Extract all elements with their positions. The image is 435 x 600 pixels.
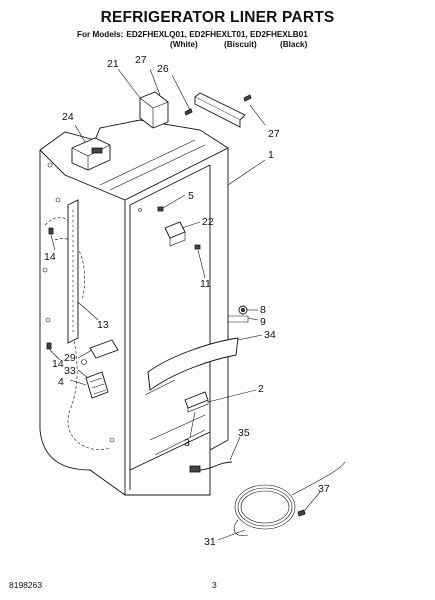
callout-33: 33	[64, 365, 76, 377]
rail-26	[194, 92, 246, 128]
callout-3: 3	[184, 437, 190, 449]
leader-lines	[49, 68, 321, 541]
callout-5: 5	[188, 190, 194, 202]
callout-11: 11	[200, 278, 211, 290]
callout-22: 22	[202, 216, 214, 228]
callout-labels: 21 27 26 27 24 1 5 22 14 11 13 8 9 34 14…	[44, 54, 330, 548]
callout-14-lower: 14	[52, 358, 64, 370]
callout-21: 21	[107, 58, 119, 70]
callout-34: 34	[264, 329, 276, 341]
models-line: For Models:ED2FHEXLQ01, ED2FHEXLT01, ED2…	[77, 30, 308, 39]
callout-8: 8	[260, 304, 266, 316]
page-title: REFRIGERATOR LINER PARTS	[100, 9, 335, 26]
harness-35	[189, 461, 233, 473]
cover-34	[147, 337, 239, 391]
document-number: 8198263	[9, 580, 43, 590]
callout-13: 13	[97, 319, 109, 331]
callout-35: 35	[238, 427, 250, 439]
models-label: For Models:	[77, 30, 124, 39]
variant-black: (Black)	[280, 40, 308, 49]
callout-37: 37	[318, 483, 330, 495]
callout-2: 2	[258, 383, 264, 395]
callout-9: 9	[260, 316, 266, 328]
callout-4: 4	[58, 376, 64, 388]
bracket-22	[164, 221, 186, 247]
models-list: ED2FHEXLQ01, ED2FHEXLT01, ED2FHEXLB01	[126, 30, 308, 39]
guide-2	[184, 391, 209, 413]
callout-31: 31	[204, 536, 216, 548]
callout-26: 26	[157, 63, 169, 75]
callout-29: 29	[64, 352, 76, 364]
callout-27-right: 27	[268, 128, 280, 140]
callout-27-top: 27	[135, 54, 147, 66]
damper-8-9	[227, 305, 249, 323]
parts-29-33-4	[81, 339, 119, 399]
screws	[46, 94, 306, 517]
variant-white: (White)	[170, 40, 198, 49]
page-number: 3	[212, 580, 217, 590]
callout-14-upper: 14	[44, 251, 56, 263]
callout-1: 1	[268, 149, 274, 161]
control-housing-24	[71, 137, 111, 171]
bracket-21	[139, 91, 169, 129]
callout-24: 24	[62, 111, 74, 123]
variant-biscuit: (Biscuit)	[224, 40, 257, 49]
tubing-31	[233, 461, 346, 536]
shelf-rail	[67, 199, 79, 344]
